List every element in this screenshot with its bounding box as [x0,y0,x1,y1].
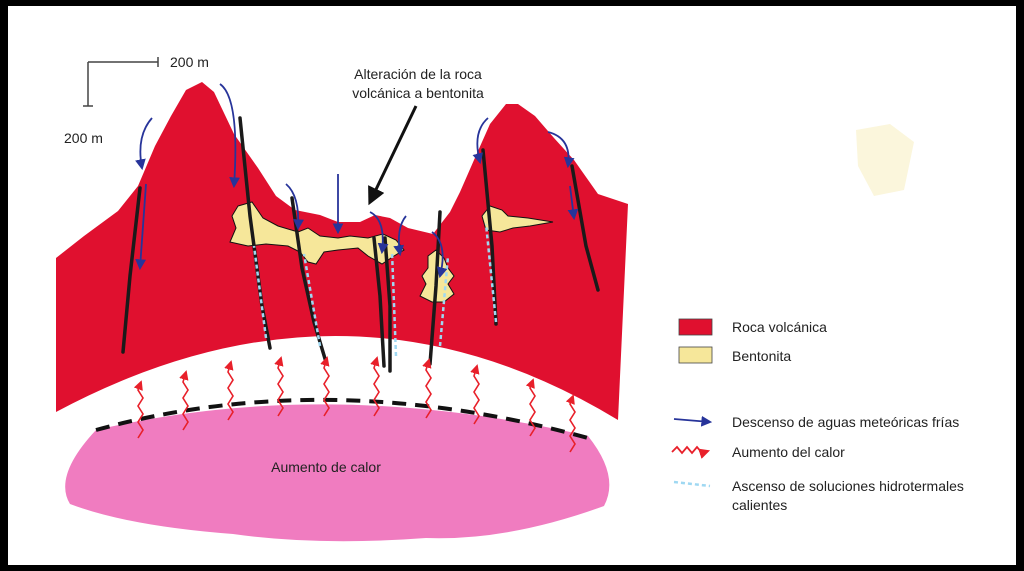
legend: Roca volcánica Bentonita Descenso de agu… [671,318,964,513]
legend-heat-arrow [671,445,711,459]
hydrothermal-paths [252,223,498,357]
diagram-canvas: Aumento de calor [8,6,1016,565]
legend-label-bentonite: Bentonita [732,348,791,364]
annotation-line-1: Alteración de la roca [354,66,482,82]
legend-meteoric-arrow [673,415,713,427]
magma-label: Aumento de calor [271,459,381,475]
legend-label-meteoric: Descenso de aguas meteóricas frías [732,414,959,430]
bentonite-zone-3 [481,205,554,233]
bentonite-zone-1 [229,201,405,265]
legend-hydrothermal-arrow [673,480,711,488]
heat-arrows [133,356,576,453]
annotation-line-2: volcánica a bentonita [352,85,484,101]
magma-boundary [95,397,589,440]
legend-label-hydrothermal-1: Ascenso de soluciones hidrotermales [732,478,964,494]
legend-label-heat: Aumento del calor [732,444,845,460]
scale-vertical-label: 200 m [64,130,103,146]
meteoric-arrows [135,83,579,279]
geology-diagram: Aumento de calor [56,54,964,542]
legend-label-hydrothermal-2: calientes [732,497,787,513]
faint-smudge [856,124,914,196]
scale-horizontal-label: 200 m [170,54,209,70]
magma-chamber [65,404,610,542]
legend-swatch-volcanic [678,318,713,336]
legend-swatch-bentonite [678,346,713,364]
legend-label-volcanic: Roca volcánica [732,319,827,335]
annotation-arrow [368,105,418,206]
scale-bar [83,57,159,107]
